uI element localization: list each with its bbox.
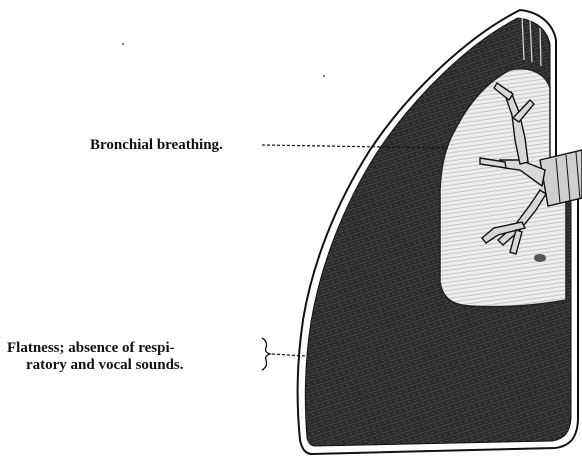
curly-brace [262,338,270,370]
flatness-label-line2: ratory and vocal sounds. [26,357,184,374]
flatness-label-line1: Flatness; absence of respi- [7,340,175,357]
speck [323,75,325,77]
shadow-spot [534,254,546,262]
speck [122,43,124,45]
bronchial-breathing-label: Bronchial breathing. [90,137,223,154]
